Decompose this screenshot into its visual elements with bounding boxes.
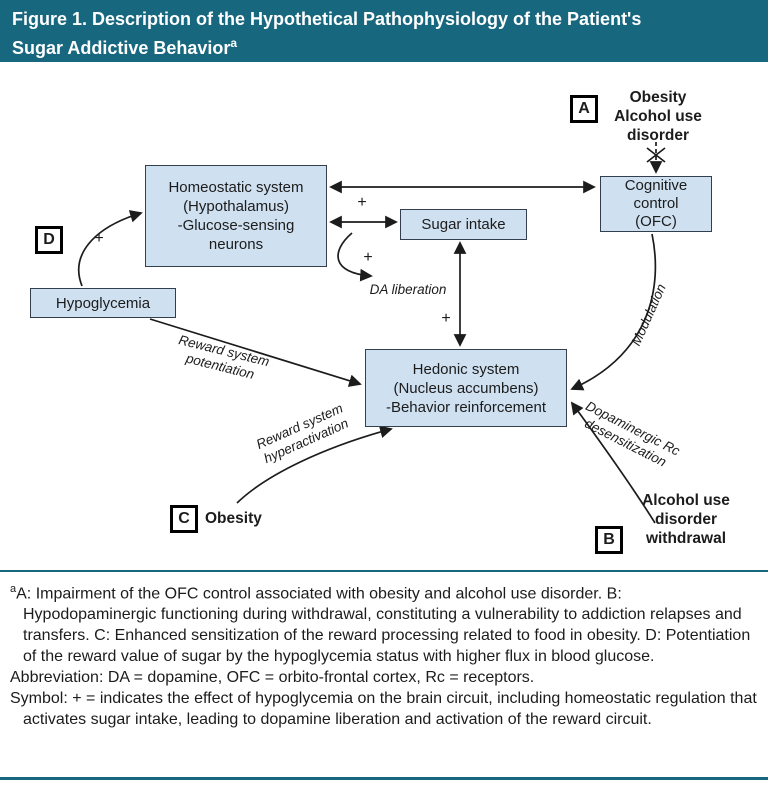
label-line: Obesity bbox=[629, 89, 687, 106]
node-sugar-intake: Sugar intake bbox=[400, 209, 527, 240]
node-line: (OFC) bbox=[635, 213, 677, 230]
badge-d: D bbox=[35, 226, 63, 254]
label-line: disorder bbox=[626, 127, 689, 144]
plus-homeostatic-sugar: + bbox=[357, 194, 367, 211]
node-line: (Hypothalamus) bbox=[183, 198, 289, 215]
node-hedonic-system: Hedonic system (Nucleus accumbens) -Beha… bbox=[365, 349, 567, 427]
bottom-rule bbox=[0, 777, 768, 780]
node-line: -Glucose-sensing bbox=[177, 217, 295, 234]
badge-b: B bbox=[595, 526, 623, 554]
label-line: Alcohol use bbox=[614, 108, 702, 125]
label-da-liberation: DA liberation bbox=[369, 282, 447, 297]
plus-da-liberation: + bbox=[363, 249, 373, 266]
node-line: Sugar intake bbox=[421, 216, 506, 233]
node-line: -Behavior reinforcement bbox=[385, 398, 547, 416]
label-line: disorder bbox=[654, 511, 717, 528]
figure-footnotes: aA: Impairment of the OFC control associ… bbox=[0, 570, 768, 730]
footnote-symbol: Symbol: + = indicates the effect of hypo… bbox=[10, 690, 757, 729]
node-line: control bbox=[633, 195, 679, 212]
label-alcohol-use-disorder-withdrawal: Alcohol use disorder withdrawal bbox=[627, 491, 745, 548]
arrows-layer bbox=[77, 142, 666, 524]
arrow-hypoglycemia-homeostatic bbox=[77, 210, 143, 287]
footnote-notes-text: A: Impairment of the OFC control associa… bbox=[16, 585, 751, 666]
label-line: Alcohol use bbox=[642, 492, 730, 509]
badge-c: C bbox=[170, 505, 198, 533]
arrow-to-da-liberation bbox=[337, 232, 373, 282]
figure-title-line1: Figure 1. Description of the Hypothetica… bbox=[12, 9, 642, 29]
node-line: Hypoglycemia bbox=[55, 294, 151, 312]
node-hypoglycemia: Hypoglycemia bbox=[30, 288, 176, 318]
title-footnote-marker: a bbox=[230, 36, 238, 50]
badge-a: A bbox=[570, 95, 598, 123]
figure-title-bar: Figure 1. Description of the Hypothetica… bbox=[0, 0, 768, 62]
footnote-marker: a bbox=[10, 583, 17, 595]
footnote-abbreviation: Abbreviation: DA = dopamine, OFC = orbit… bbox=[10, 669, 535, 687]
label-line: withdrawal bbox=[645, 530, 727, 547]
plus-sugar-hedonic: + bbox=[441, 310, 451, 327]
arrow-withdrawal-hedonic bbox=[570, 401, 656, 524]
arrow-obesity-hedonic bbox=[236, 425, 393, 504]
label-obesity-alcohol-use-disorder: Obesity Alcohol use disorder bbox=[600, 88, 716, 145]
node-line: Homeostatic system bbox=[168, 179, 304, 196]
arrow-hypoglycemia-hedonic bbox=[149, 318, 362, 387]
node-line: Hedonic system bbox=[412, 360, 520, 378]
node-line: Cognitive bbox=[624, 177, 688, 194]
node-homeostatic-system: Homeostatic system (Hypothalamus) -Gluco… bbox=[145, 165, 327, 267]
footnote-letter-notes: aA: Impairment of the OFC control associ… bbox=[10, 579, 758, 667]
pathophysiology-diagram: A D C B Obesity Alcohol use disorder Obe… bbox=[0, 62, 768, 570]
impairment-cross-icon bbox=[646, 147, 666, 163]
node-line: neurons bbox=[208, 236, 264, 253]
figure-title-line2: Sugar Addictive Behavior bbox=[12, 38, 231, 58]
label-obesity: Obesity bbox=[205, 510, 262, 527]
arrow-cognitive-hedonic bbox=[570, 233, 657, 391]
node-cognitive-control: Cognitive control (OFC) bbox=[600, 176, 712, 232]
plus-hypoglycemia-homeostatic: + bbox=[94, 230, 104, 247]
node-line: (Nucleus accumbens) bbox=[393, 379, 539, 397]
